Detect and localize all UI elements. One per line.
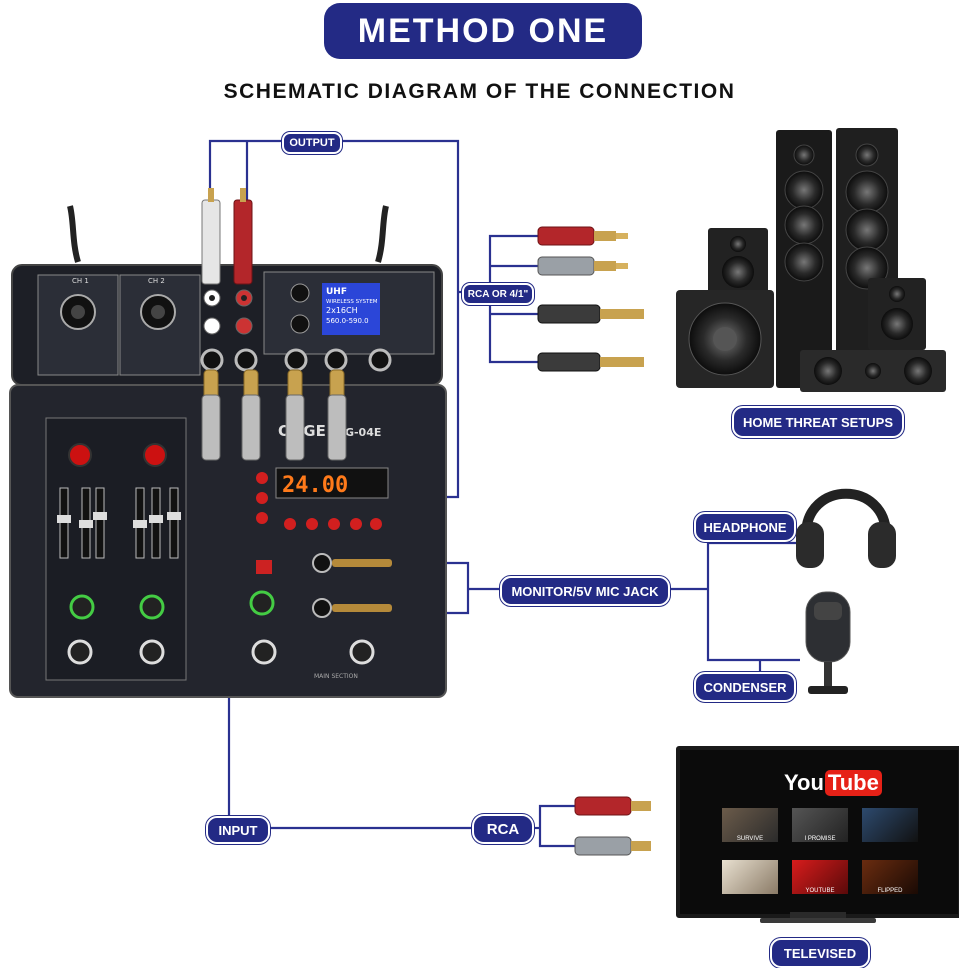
home-theater-label: HOME THREAT SETUPS [732, 406, 904, 438]
subtitle: SCHEMATIC DIAGRAM OF THE CONNECTION [223, 80, 736, 103]
video-tile[interactable]: SURVIVE [722, 808, 778, 842]
youtube-logo-you: You [784, 770, 824, 795]
condenser-label: CONDENSER [694, 672, 796, 702]
televised-label: TELEVISED [770, 938, 870, 968]
title-text: METHOD ONE [357, 11, 609, 50]
title-banner: METHOD ONE [324, 3, 642, 59]
output-top-label: OUTPUT [282, 132, 342, 154]
video-tile[interactable]: I PROMISE [792, 808, 848, 842]
video-tile[interactable]: FLIPPED [862, 860, 918, 894]
video-tile[interactable] [722, 860, 778, 894]
video-grid: SURVIVE I PROMISE YOUTUBE FLIPPED [722, 808, 920, 898]
television: You Tube SURVIVE I PROMISE YOUTUBE FLIPP… [676, 746, 959, 918]
output-mid-label: OUTPUT [366, 488, 426, 510]
input-label: INPUT [206, 816, 270, 844]
quarter-inch-label: 4/1" [200, 517, 268, 547]
input-line [227, 545, 260, 830]
youtube-logo-tube: Tube [824, 770, 882, 796]
monitor-bracket-line [410, 561, 470, 615]
youtube-logo: You Tube [784, 770, 882, 796]
monitor-jack-label: MONITOR/5V MIC JACK [500, 576, 670, 606]
tv-stand [790, 912, 846, 918]
headphone-label: HEADPHONE [694, 512, 796, 542]
video-tile[interactable]: YOUTUBE [792, 860, 848, 894]
rca-label: RCA [472, 814, 534, 844]
headphone-condenser-line [706, 541, 800, 662]
video-tile[interactable] [862, 808, 918, 842]
tv-base [760, 918, 876, 923]
rca-or-quarter-label: RCA OR 4/1" [462, 283, 534, 305]
